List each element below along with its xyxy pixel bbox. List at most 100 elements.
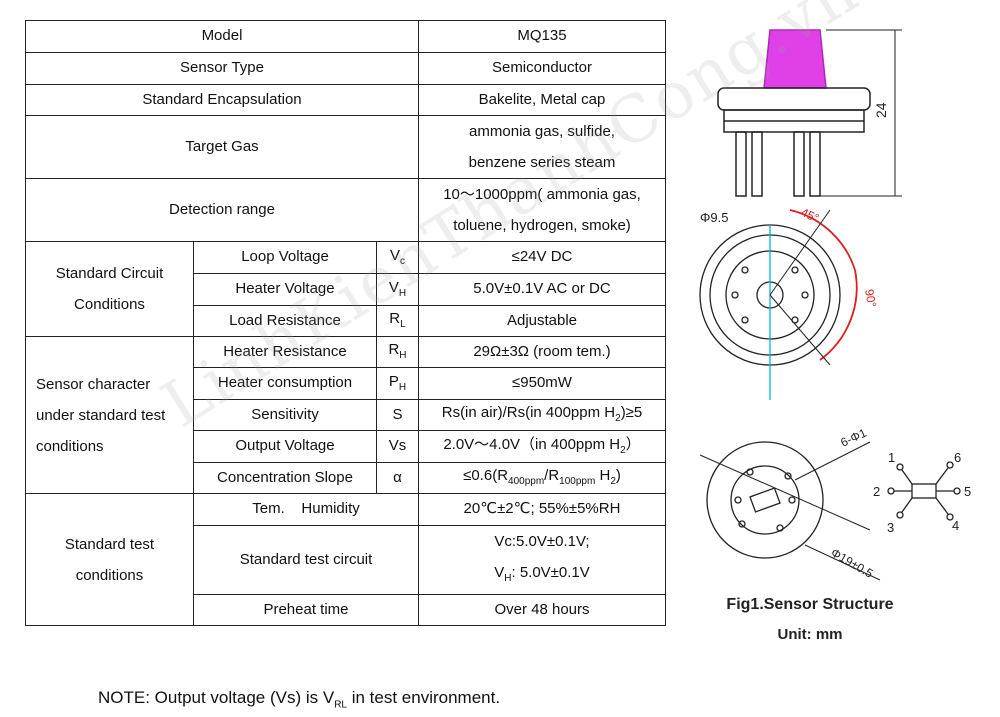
cell-value: 10～1000ppm( ammonia gas, toluene, hydrog… <box>418 178 666 242</box>
cell-value: Semiconductor <box>418 52 666 85</box>
value-sub: 2 <box>620 444 626 456</box>
pin-hole <box>776 524 784 532</box>
pin <box>751 131 763 197</box>
symbol: S <box>376 399 419 431</box>
pin <box>735 131 747 197</box>
pin-hole <box>731 291 739 299</box>
row-heater-consumption: Heater consumption PH ≤950mW <box>26 367 666 400</box>
value-text: ） <box>625 435 641 453</box>
sensor-structure-figure: 24 Φ9.5 45° 90° 6-Φ1 Φ19±0.5 <box>699 29 971 581</box>
value-text: )≥5 <box>620 404 643 422</box>
param: Load Resistance <box>193 305 377 337</box>
group-line: under standard test <box>36 406 166 424</box>
pin-label-5: 5 <box>964 484 971 499</box>
value: 29Ω±3Ω (room tem.) <box>418 336 666 368</box>
pin-label-4: 4 <box>952 518 959 533</box>
value-sub: 100ppm <box>559 476 596 488</box>
row-output-voltage: Output Voltage Vs 2.0V～4.0V（in 400ppm H2… <box>26 430 666 463</box>
value-sub: 2 <box>610 476 616 488</box>
value: Adjustable <box>418 305 666 337</box>
note-text: NOTE: Output voltage (Vs) is V <box>98 688 335 707</box>
group-circuit: Standard Circuit Conditions <box>25 241 194 337</box>
row-target-gas: Target Gas ammonia gas, sulfide, benzene… <box>25 115 666 179</box>
param: Preheat time <box>193 594 419 626</box>
sym-sub: L <box>400 319 406 331</box>
heater-element <box>749 487 781 513</box>
note-text: in test environment. <box>347 688 501 707</box>
pin-label-1: 1 <box>888 450 895 465</box>
symbol: α <box>376 462 419 494</box>
value-sub: H <box>504 573 512 584</box>
schematic-pin <box>946 513 954 521</box>
pin-schematic <box>887 461 961 521</box>
schematic-pin <box>887 487 895 495</box>
value: ≤24V DC <box>418 241 666 274</box>
cap-mesh <box>763 29 827 89</box>
row-preheat: Preheat time Over 48 hours <box>26 594 666 626</box>
schematic-lead <box>901 469 913 485</box>
sym-sub: H <box>399 350 407 362</box>
diagonal-line <box>699 454 871 531</box>
value: ≤950mW <box>418 367 666 400</box>
pin-hole <box>741 266 749 274</box>
group-test: Standard test conditions <box>25 493 194 626</box>
leader-line <box>794 441 871 481</box>
value-text: ≤0.6(R <box>463 467 509 485</box>
row-heater-voltage: Heater Voltage VH 5.0V±0.1V AC or DC <box>26 273 666 306</box>
schematic-lead <box>901 497 913 513</box>
row-encapsulation: Standard Encapsulation Bakelite, Metal c… <box>25 84 666 116</box>
param: Heater Resistance <box>193 336 377 368</box>
value: 20℃±2℃; 55%±5%RH <box>418 493 666 526</box>
param: Concentration Slope <box>193 462 377 494</box>
param: Tem. Humidity <box>193 493 419 526</box>
bottom-view <box>699 441 881 581</box>
value: ≤0.6(R400ppm/R100ppm H2) <box>418 462 666 494</box>
value-line: toluene, hydrogen, smoke) <box>453 217 631 234</box>
sym-sub: H <box>398 381 407 393</box>
value-text: ) <box>615 467 621 485</box>
value: Vc:5.0V±0.1V; VH: 5.0V±0.1V <box>418 525 666 595</box>
sym: R <box>389 310 401 328</box>
sym-sub: c <box>400 255 405 267</box>
sym: V <box>388 278 399 296</box>
group-character: Sensor character under standard test con… <box>25 336 194 494</box>
cell-label: Sensor Type <box>25 52 419 85</box>
figure-caption: Fig1.Sensor Structure <box>726 596 894 613</box>
symbol: RL <box>376 305 419 337</box>
leader-line <box>804 544 881 581</box>
group-line: Standard Circuit <box>55 265 164 282</box>
angle-ray <box>769 209 831 296</box>
row-heater-resistance: Sensor character under standard test con… <box>25 336 666 494</box>
note: NOTE: Output voltage (Vs) is VRL in test… <box>98 688 500 710</box>
angle-90-label: 90° <box>862 288 879 308</box>
symbol: Vc <box>376 241 419 274</box>
schematic-lead <box>935 467 949 485</box>
pin-label-2: 2 <box>873 484 880 499</box>
cell-label: Detection range <box>25 178 419 242</box>
outer-dia-label: Φ19±0.5 <box>829 545 876 580</box>
row-sensor-type: Sensor Type Semiconductor <box>25 52 666 85</box>
group-line: conditions <box>75 566 144 584</box>
schematic-pin <box>896 463 904 471</box>
value-sub: 2 <box>615 413 621 425</box>
row-loop-voltage: Standard Circuit Conditions Loop Voltage… <box>25 241 666 337</box>
value-line: Vc:5.0V±0.1V; <box>494 533 590 550</box>
pin-hole <box>741 316 749 324</box>
sym-sub: H <box>398 287 407 299</box>
pin-hole <box>791 266 799 274</box>
param: Sensitivity <box>193 399 377 431</box>
top-view <box>699 209 858 400</box>
symbol: RH <box>376 336 419 368</box>
symbol: PH <box>376 367 419 400</box>
pin-label-6: 6 <box>954 450 961 465</box>
cell-label: Target Gas <box>25 115 419 179</box>
sym: P <box>388 372 399 390</box>
base-outer-circle <box>706 441 824 559</box>
pin-hole <box>734 496 742 504</box>
angle-arc-45 <box>789 209 856 271</box>
value-text: : 5.0V±0.1V <box>511 564 590 581</box>
side-view <box>717 29 902 197</box>
value: Over 48 hours <box>418 594 666 626</box>
pin <box>809 131 821 197</box>
pin-hole <box>784 472 792 480</box>
